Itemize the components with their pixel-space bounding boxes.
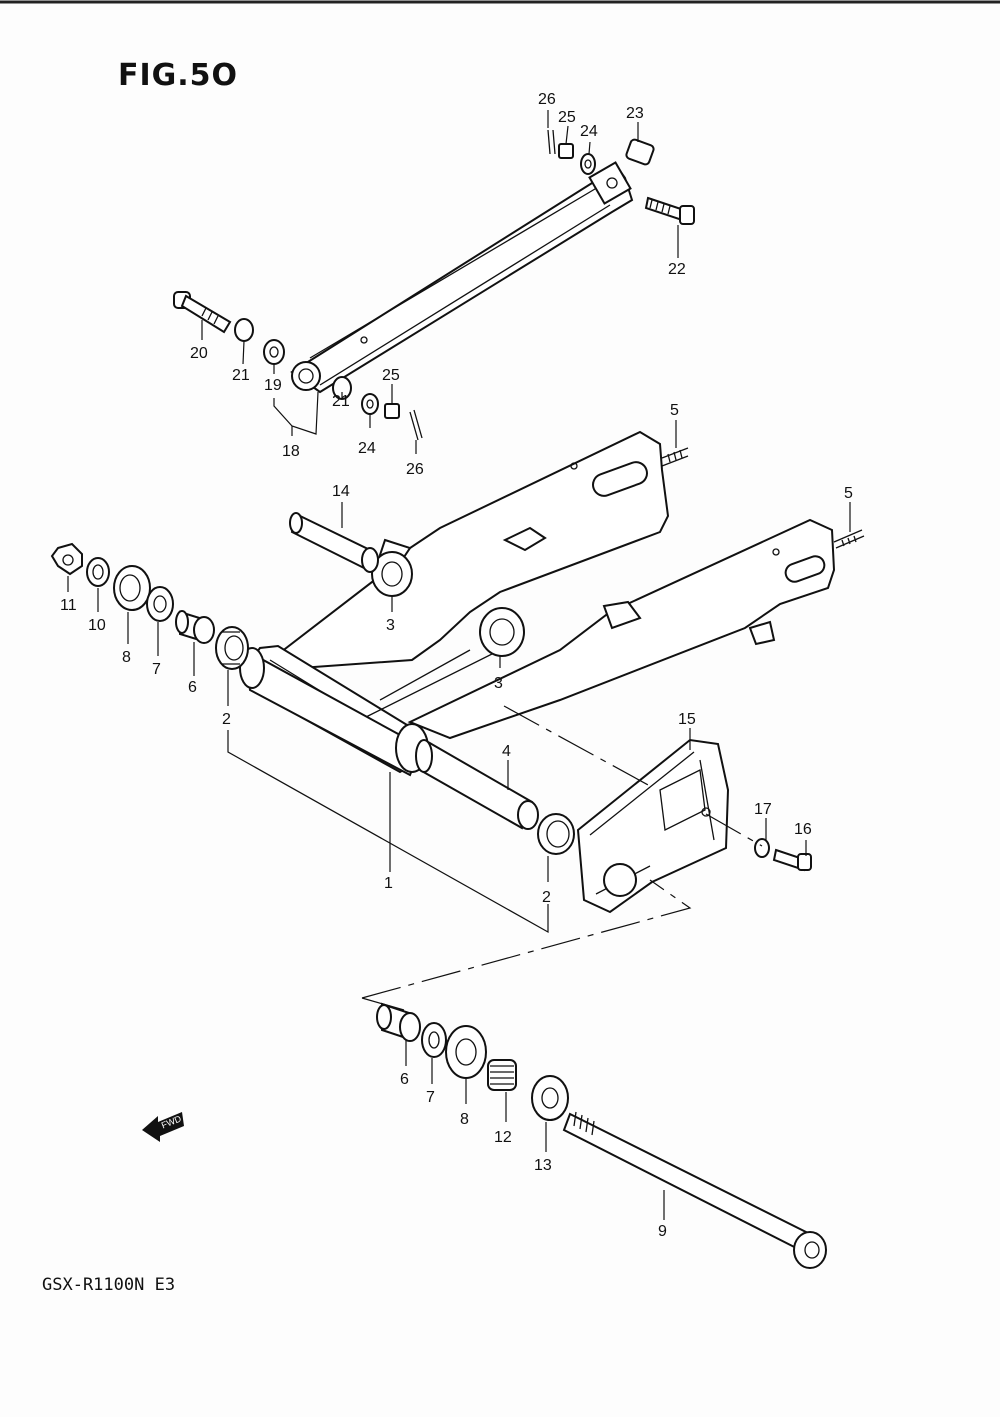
- washer-7-right: [421, 1022, 447, 1058]
- washer-10: [86, 557, 110, 587]
- collar-17: [754, 838, 770, 858]
- rear-axle-9: [562, 1111, 827, 1269]
- leader-lines: [67, 110, 851, 1220]
- callout-9: 9: [658, 1223, 667, 1240]
- pivot-shaft-14: [289, 512, 379, 573]
- dust-seal-8-right: [445, 1025, 487, 1079]
- adjuster-bolt-left: [661, 447, 689, 467]
- callout-2: 2: [222, 711, 231, 728]
- castle-nut-25-bottom: [384, 403, 400, 419]
- callout-25: 25: [382, 367, 400, 384]
- callout-2: 2: [542, 889, 551, 906]
- washer-7-left: [146, 586, 174, 622]
- callout-21: 21: [332, 393, 350, 410]
- washer-top: [580, 153, 596, 175]
- callout-1: 1: [384, 875, 393, 892]
- bolt-16: [772, 848, 812, 872]
- callout-26: 26: [406, 461, 424, 478]
- bolt-20: [173, 291, 232, 334]
- callout-17: 17: [754, 801, 772, 818]
- forward-arrow-icon: FWD: [142, 1112, 184, 1142]
- callout-10: 10: [88, 617, 106, 634]
- callout-14: 14: [332, 483, 350, 500]
- callout-15: 15: [678, 711, 696, 728]
- spacer-6-right: [376, 1002, 421, 1042]
- callout-24: 24: [358, 440, 376, 457]
- swing-arm: [239, 430, 836, 777]
- chain-case-15: [576, 738, 730, 914]
- torque-rod: [290, 161, 634, 394]
- callout-7: 7: [152, 661, 161, 678]
- callout-3: 3: [386, 617, 395, 634]
- callout-20: 20: [190, 345, 208, 362]
- spacer-top: [625, 138, 655, 166]
- nut-11: [50, 542, 83, 576]
- callout-8: 8: [460, 1111, 469, 1128]
- callout-11: 11: [60, 597, 77, 614]
- spacer-21-top: [234, 318, 254, 342]
- washer-24-bottom: [361, 393, 379, 415]
- adjuster-12: [487, 1059, 517, 1091]
- dust-seal-8-left: [113, 565, 151, 611]
- callout-6: 6: [188, 679, 197, 696]
- callout-18: 18: [282, 443, 300, 460]
- callout-23: 23: [626, 105, 644, 122]
- callout-6: 6: [400, 1071, 409, 1088]
- castle-nut-top: [558, 143, 574, 159]
- adjuster-13: [531, 1075, 569, 1121]
- pivot-shaft-4: [415, 739, 539, 830]
- callout-19: 19: [264, 377, 282, 394]
- spacer-6-left: [175, 610, 215, 644]
- callout-3: 3: [494, 675, 503, 692]
- cotter-pin-26-bottom: [409, 409, 423, 441]
- callout-21: 21: [232, 367, 250, 384]
- callout-8: 8: [122, 649, 131, 666]
- bolt-22: [644, 196, 695, 225]
- callout-16: 16: [794, 821, 812, 838]
- callout-5: 5: [670, 402, 679, 419]
- callout-4: 4: [502, 743, 511, 760]
- callout-7: 7: [426, 1089, 435, 1106]
- callout-labels: 26 25 24 23 22 20 21 19 18 21 24 25 26 5…: [60, 91, 853, 1240]
- callout-12: 12: [494, 1129, 512, 1146]
- cotter-pin-top: [547, 129, 556, 155]
- callout-5: 5: [844, 485, 853, 502]
- bearing-2-rear: [537, 813, 575, 855]
- callout-13: 13: [534, 1157, 552, 1174]
- bearing-2-front: [215, 626, 249, 670]
- model-code: GSX-R1100N E3: [42, 1275, 176, 1295]
- callout-25: 25: [558, 109, 576, 126]
- callout-26: 26: [538, 91, 556, 108]
- adjuster-bolt-right: [833, 529, 865, 549]
- bush-19: [263, 339, 285, 365]
- callout-24: 24: [580, 123, 598, 140]
- callout-22: 22: [668, 261, 686, 278]
- figure-title: FIG.5O: [118, 58, 239, 93]
